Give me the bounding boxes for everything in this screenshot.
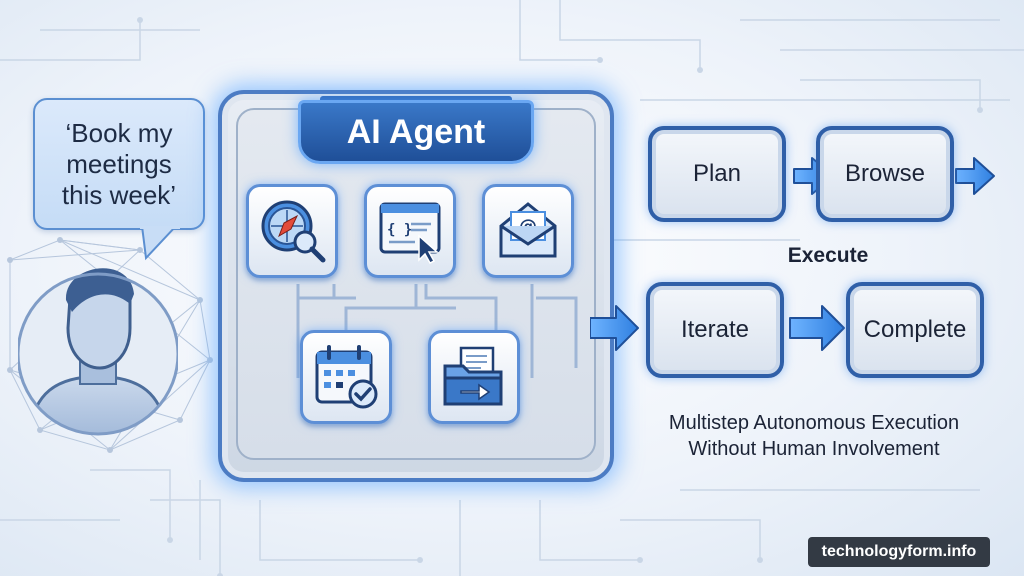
execute-label: Execute [787, 244, 869, 267]
folder-transfer-icon [443, 346, 503, 406]
arrow-browse-out [955, 157, 995, 195]
speech-bubble-tail [140, 226, 180, 261]
browser-tool [246, 184, 338, 278]
watermark: technologyform.info [808, 537, 990, 567]
email-icon: @ [499, 202, 557, 258]
calendar-check-icon [315, 345, 378, 409]
step-complete: Complete [846, 282, 984, 378]
step-plan: Plan [648, 126, 786, 222]
calendar-tool [300, 330, 392, 424]
files-tool [428, 330, 520, 424]
speech-bubble-text: ‘Book my meetings this week’ [61, 117, 177, 210]
arrow-agent-to-iterate [590, 305, 639, 351]
arrow-iterate-to-complete [789, 305, 845, 351]
agent-title: AI Agent [298, 100, 534, 164]
user-avatar-icon [18, 268, 178, 436]
step-iterate: Iterate [646, 282, 784, 378]
code-tool: { } [364, 184, 456, 278]
svg-text:{ }: { } [387, 222, 412, 238]
tool-connectors [296, 284, 578, 378]
step-browse: Browse [816, 126, 954, 222]
caption: Multistep Autonomous Execution Without H… [668, 412, 960, 460]
speech-bubble: ‘Book my meetings this week’ [33, 98, 205, 230]
code-window-icon: { } [379, 202, 441, 264]
compass-search-icon [261, 200, 326, 263]
email-tool: @ [482, 184, 574, 278]
